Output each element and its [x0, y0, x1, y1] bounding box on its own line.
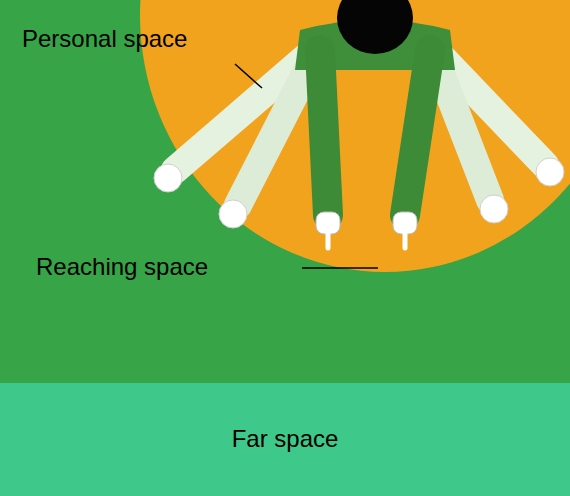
leader-line [235, 64, 262, 88]
hands [154, 158, 564, 228]
hand [219, 200, 247, 228]
far-band: Far space [0, 383, 570, 496]
arm [320, 50, 328, 215]
hand [536, 158, 564, 186]
arm [405, 50, 430, 215]
finger [326, 232, 331, 248]
finger [403, 232, 408, 248]
head [337, 0, 413, 54]
leader-line [302, 267, 378, 269]
hand [480, 195, 508, 223]
region-label: Reaching space [36, 254, 208, 280]
hand [154, 164, 182, 192]
region-label: Personal space [22, 26, 187, 52]
region-label: Far space [232, 426, 339, 452]
reaching-area [140, 0, 570, 272]
